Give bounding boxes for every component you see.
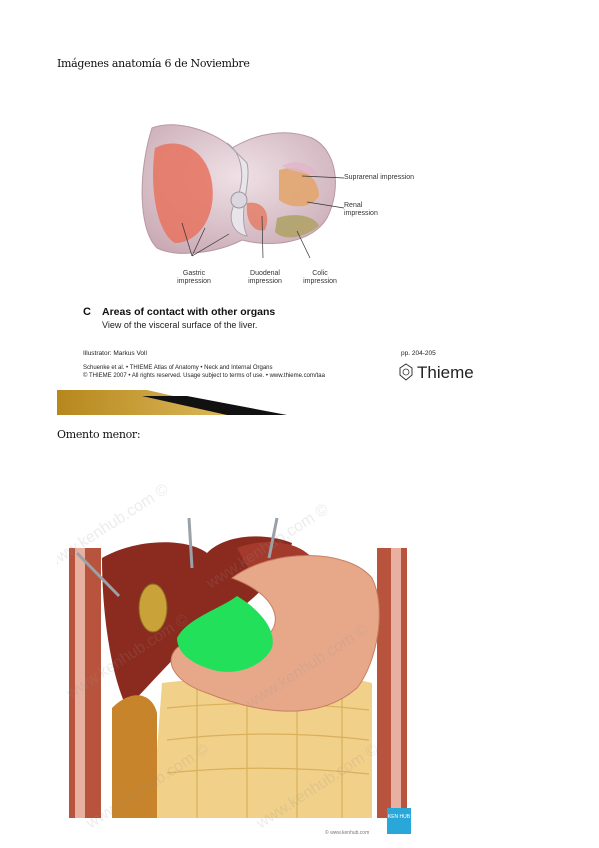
decorative-gold-bar xyxy=(57,390,287,415)
thieme-logo-icon xyxy=(399,363,413,381)
caption-letter: C xyxy=(83,306,91,318)
thieme-brand: Thieme xyxy=(417,363,474,382)
source-line: Schuenke et al. • THIEME Atlas of Anatom… xyxy=(83,365,273,371)
label-gastric-impression: Gastric impression xyxy=(177,270,211,285)
kenhub-logo: KEN HUB xyxy=(387,808,411,834)
label-suprarenal-impression: Suprarenal impression xyxy=(344,174,415,181)
page-reference: pp. 204-205 xyxy=(401,350,436,357)
figure-liver-contact-areas: Suprarenal impression Renal impression G… xyxy=(57,108,477,415)
caption-title: Areas of contact with other organs xyxy=(102,306,276,318)
figure-lesser-omentum: www.kenhub.com © www.kenhub.com © www.ke… xyxy=(57,478,417,838)
label-colic-impression: Colic impression xyxy=(303,270,337,285)
caption-subtitle: View of the visceral surface of the live… xyxy=(102,320,258,330)
abdomen-illustration xyxy=(69,517,407,818)
label-renal-impression: Renal impression xyxy=(344,202,378,217)
document-heading-images: Imágenes anatomía 6 de Noviembre xyxy=(57,57,250,70)
illustrator-credit: Illustrator: Markus Voll xyxy=(83,350,147,357)
rights-line: © THIEME 2007 • All rights reserved. Usa… xyxy=(83,373,325,379)
label-duodenal-impression: Duodenal impression xyxy=(248,270,282,285)
document-heading-lesser-omentum: Omento menor: xyxy=(57,428,141,441)
liver-illustration xyxy=(141,124,345,259)
kenhub-url: © www.kenhub.com xyxy=(325,830,370,836)
